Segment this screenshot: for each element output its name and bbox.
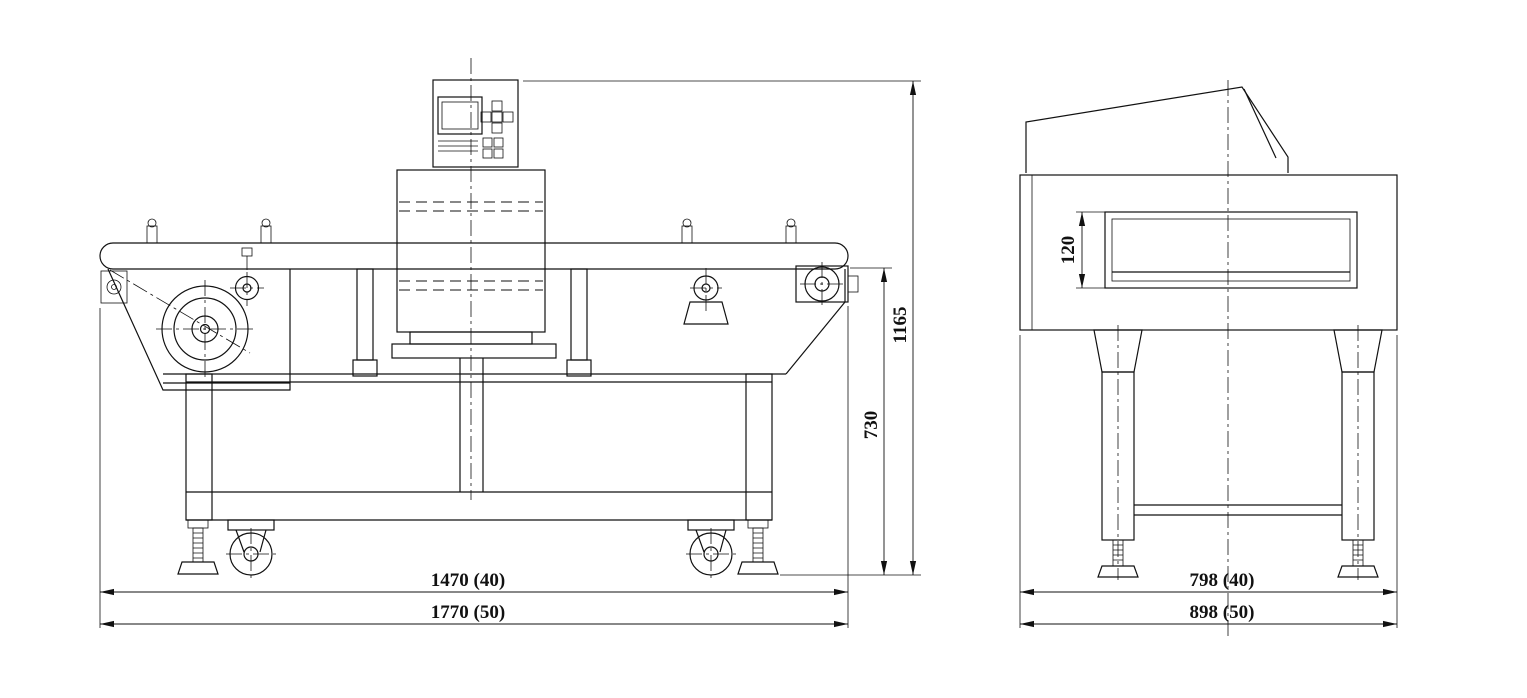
end-view-dimensions: 120 798 (40) 898 (50) — [1019, 211, 1398, 628]
belt-bracket — [146, 218, 158, 244]
dim-width-model-40: 798 (40) — [1190, 570, 1255, 591]
leveling-foot-right — [737, 519, 779, 575]
detector-body — [1019, 174, 1398, 331]
end-roller — [795, 262, 859, 306]
frame — [163, 269, 846, 521]
dim-width-model-50: 898 (50) — [1190, 602, 1255, 623]
belt-bracket — [681, 218, 693, 244]
dim-length-model-50: 1770 (50) — [431, 602, 505, 623]
belt-tensioner — [683, 268, 729, 325]
conveyor-belt — [99, 218, 849, 377]
leveling-foot-right — [1337, 539, 1379, 578]
leveling-foot-left — [177, 519, 219, 575]
detector-head — [391, 169, 557, 359]
dim-length-model-40: 1470 (40) — [431, 570, 505, 591]
dim-aperture-height: 120 — [1058, 236, 1079, 265]
caster-left — [226, 519, 276, 580]
control-panel — [432, 79, 519, 168]
belt-bracket — [785, 218, 797, 244]
end-view: 120 798 (40) 898 (50) — [1019, 80, 1398, 640]
belt-bracket — [260, 218, 272, 244]
legs — [1093, 325, 1383, 580]
lid — [1025, 86, 1289, 173]
drive-unit — [100, 247, 291, 391]
dim-overall-height: 1165 — [890, 307, 911, 344]
leveling-foot-left — [1097, 539, 1139, 578]
front-view-dimensions: 1165 730 1470 (40) 1770 (50) — [99, 80, 921, 628]
front-view: 1165 730 1470 (40) 1770 (50) — [99, 58, 921, 628]
caster-right — [686, 519, 736, 580]
dim-belt-height: 730 — [861, 411, 882, 440]
